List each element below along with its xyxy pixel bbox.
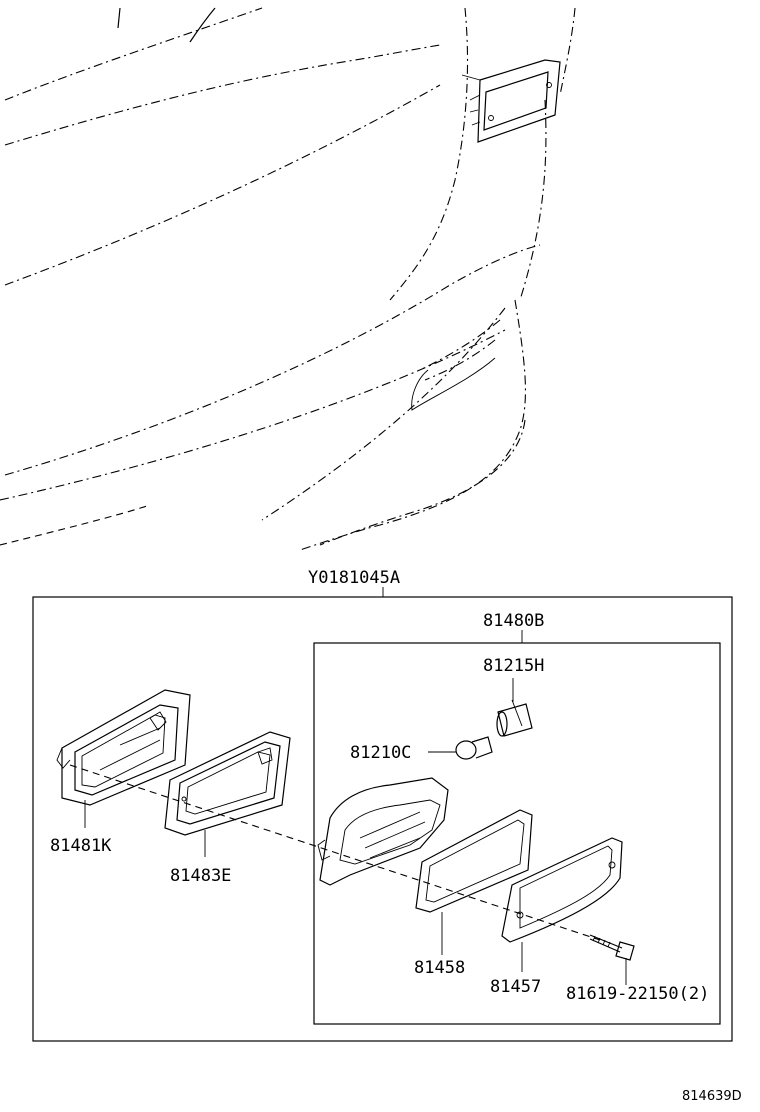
figure-id-label: 814639D — [682, 1089, 742, 1104]
bezel-outer-drawing — [56, 689, 191, 806]
vehicle-body-outline — [0, 7, 576, 551]
gasket-drawing — [415, 809, 533, 913]
bezel-inner-part-label: 81483E — [170, 866, 231, 886]
socket-drawing — [496, 699, 533, 737]
lens-drawing — [501, 837, 623, 943]
alignment-axis — [69, 764, 601, 941]
assembly-part-label: Y0181045A — [308, 568, 400, 588]
screw-part-label: 81619-22150(2) — [566, 984, 709, 1004]
assembly-box — [32, 596, 733, 1042]
socket-part-label: 81215H — [483, 656, 544, 676]
screw-drawing — [589, 934, 635, 961]
bulb-drawing — [455, 736, 493, 760]
sub-assembly-box — [313, 642, 721, 1025]
screw-quantity: (2) — [679, 984, 710, 1004]
installed-turn-lamp — [461, 59, 561, 143]
bulb-part-label: 81210C — [350, 743, 411, 763]
gasket-part-label: 81458 — [414, 958, 465, 978]
housing-drawing — [317, 777, 449, 886]
bezel-inner-drawing — [164, 731, 291, 836]
screw-part-number: 81619-22150 — [566, 984, 679, 1004]
sub-assembly-part-label: 81480B — [483, 611, 544, 631]
lens-part-label: 81457 — [490, 977, 541, 997]
bezel-outer-part-label: 81481K — [50, 836, 112, 856]
